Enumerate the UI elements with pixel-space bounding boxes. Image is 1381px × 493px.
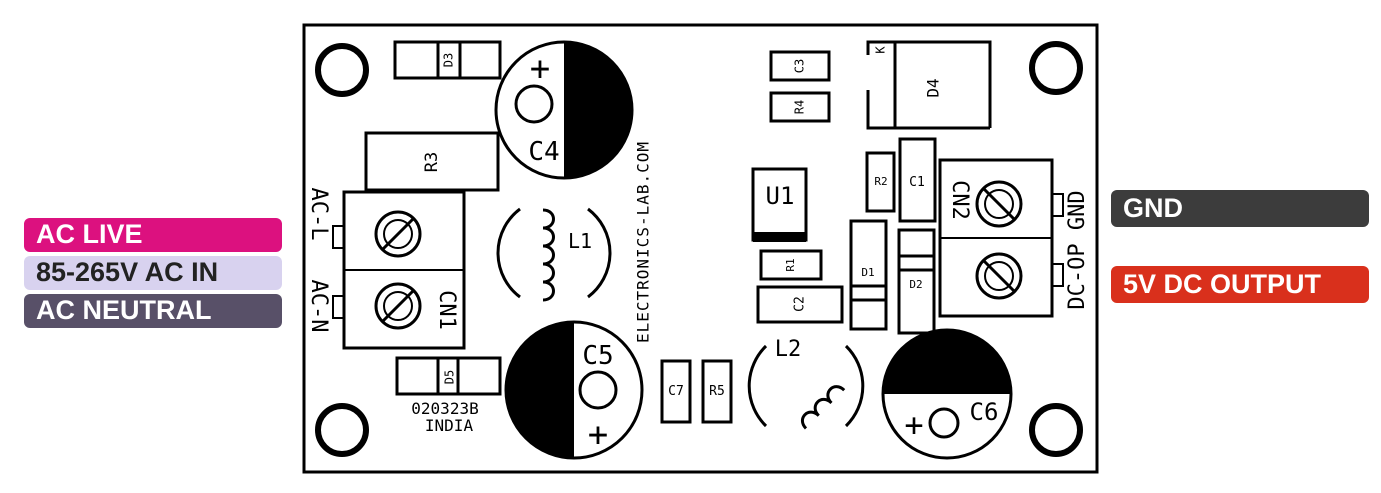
c2-label: C2 <box>793 296 808 312</box>
regulator-u1: U1 <box>751 167 808 242</box>
inductor-l2: L2 <box>747 337 865 430</box>
c1-label: C1 <box>909 175 925 190</box>
mounting-holes <box>315 41 1083 457</box>
resistor-r1: R1 <box>759 249 823 281</box>
capacitor-c4: + C4 <box>494 40 634 180</box>
ac-n-pin-label: AC-N <box>306 280 331 333</box>
diode-d3: D3 <box>393 40 502 80</box>
r3-label: R3 <box>422 152 442 172</box>
terminal-cn2: CN2 <box>938 158 1064 318</box>
mounting-hole-top-left <box>315 43 369 97</box>
c4-plus-sign: + <box>530 49 550 89</box>
diode-d5: D5 <box>395 356 502 396</box>
ac-neutral-label: AC NEUTRAL <box>24 294 282 328</box>
u1-label: U1 <box>766 182 795 210</box>
board-country: INDIA <box>425 416 474 435</box>
resistor-r3: R3 <box>364 131 500 192</box>
cn1-label: CN1 <box>434 290 459 330</box>
c7-label: C7 <box>668 384 684 399</box>
l1-label: L1 <box>568 229 592 253</box>
r2-label: R2 <box>874 175 887 188</box>
r1-label: R1 <box>784 258 797 271</box>
diode-d1: D1 <box>849 219 888 331</box>
c4-label: C4 <box>528 137 559 167</box>
website-label: ELECTRONICS-LAB.COM <box>634 141 653 343</box>
diode-d2: D2 <box>897 228 936 335</box>
ac-l-pin-label: AC-L <box>306 188 331 241</box>
r5-label: R5 <box>709 384 725 399</box>
mounting-hole-bottom-right <box>1029 403 1083 457</box>
inductor-l1: L1 <box>496 207 612 302</box>
c5-label: C5 <box>582 341 613 371</box>
d5-label: D5 <box>443 370 457 384</box>
ac-input-range-label: 85-265V AC IN <box>24 256 282 290</box>
board-code: 020323B <box>411 399 478 418</box>
resistor-r4: R4 <box>769 91 831 123</box>
terminal-cn1: CN1 <box>332 190 466 350</box>
resistor-r2: R2 <box>865 151 896 213</box>
d3-label: D3 <box>442 53 456 67</box>
output-pins-label: DC-OP GND <box>1065 190 1090 309</box>
cn2-label: CN2 <box>947 180 972 220</box>
capacitor-c6: + C6 <box>881 328 1013 460</box>
d4-label: D4 <box>924 78 943 97</box>
capacitor-c1: C1 <box>898 137 937 223</box>
capacitor-c5: C5 + <box>504 320 644 460</box>
resistor-r5: R5 <box>701 359 733 424</box>
d1-label: D1 <box>861 266 874 279</box>
mounting-hole-top-right <box>1029 41 1083 95</box>
mounting-hole-bottom-left <box>315 403 369 457</box>
diode-d4: K D4 <box>866 40 992 130</box>
r4-label: R4 <box>793 100 807 114</box>
c6-label: C6 <box>970 398 999 426</box>
l2-label: L2 <box>775 337 802 362</box>
ac-live-label: AC LIVE <box>24 218 282 252</box>
c3-label: C3 <box>793 59 807 73</box>
dc-output-label: 5V DC OUTPUT <box>1111 266 1369 303</box>
d4-cathode-mark: K <box>874 46 888 54</box>
capacitor-c2: C2 <box>756 285 844 324</box>
c6-plus-sign: + <box>904 406 923 444</box>
c5-plus-sign: + <box>588 415 608 455</box>
d2-label: D2 <box>909 278 922 291</box>
gnd-label: GND <box>1111 190 1369 227</box>
capacitor-c7: C7 <box>660 359 692 424</box>
capacitor-c3: C3 <box>769 50 831 82</box>
